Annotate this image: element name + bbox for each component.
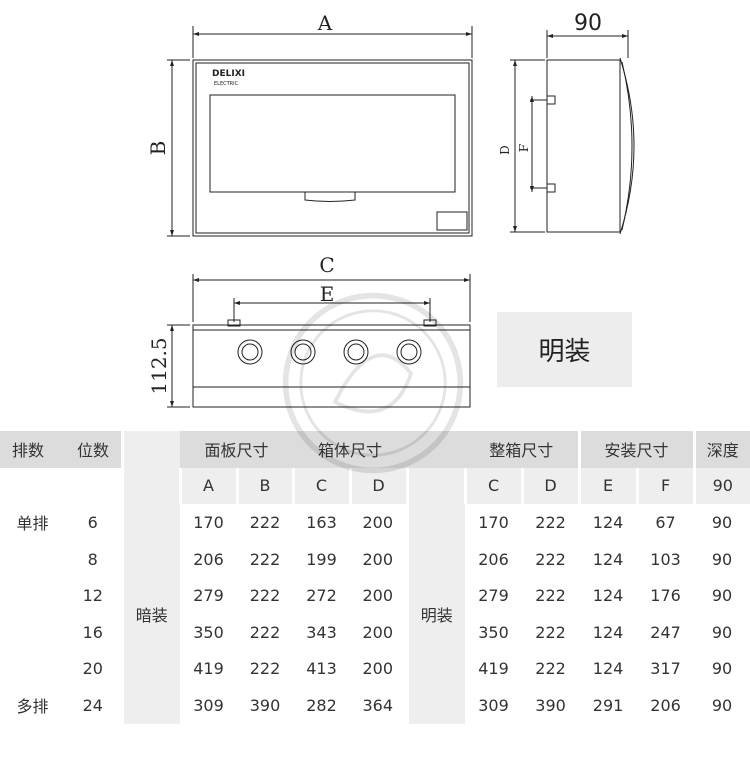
table-row: 16 350 222 343 200 350 222 124 247 90 [82,622,733,642]
subheader-carton-c: C [463,467,523,505]
surface-label: 明装 [405,504,466,724]
subheader-depth: 90 [692,467,750,505]
table-row: 8 206 222 199 200 206 222 124 103 90 [87,549,733,569]
subheader-carton-d: D [520,467,580,505]
mount-type-badge: 明装 [497,312,632,387]
table-row: 20 419 222 413 200 419 222 124 317 90 [82,659,733,679]
top-view [167,274,471,408]
table-subheader-row: A B C D C D E F 90 [0,467,750,505]
table-row: 12 279 222 272 200 279 222 124 176 90 [82,586,733,606]
dim-a-label: A [317,11,333,35]
table-row: 单排 6 暗装 170 222 163 200 明装 170 222 124 6… [0,504,750,724]
table-header-row: 排数 位数 面板尺寸 箱体尺寸 整箱尺寸 安装尺寸 深度 [0,431,750,468]
subheader-box-c: C [291,467,351,505]
header-panel-size: 面板尺寸 [180,431,294,468]
dim-c-label: C [319,253,334,277]
side-view [510,30,635,235]
subheader-panel-b: B [235,467,294,505]
front-view [167,26,473,237]
subheader-panel-a: A [178,467,237,505]
brand-logo-text: DELIXI [212,69,245,79]
header-box-size: 箱体尺寸 [293,431,408,468]
header-carton-size: 整箱尺寸 [465,431,580,468]
position-count: 6 [87,512,98,532]
header-depth: 深度 [692,431,750,468]
brand-sub-text: ELECTRIC [214,81,239,87]
dim-e-label: E [320,282,335,306]
subheader-install-f: F [635,467,695,505]
subheader-box-d: D [348,467,408,505]
dim-depth-label: 90 [574,11,602,36]
technical-drawing: A B 90 D F C E 112.5 DELIXI ELECTRIC [146,11,635,408]
header-rows: 排数 [0,431,65,468]
table-row: 多排 24 309 390 282 364 309 390 291 206 90 [16,695,733,717]
header-positions: 位数 [65,431,122,468]
dim-d-label: D [498,145,512,155]
header-install-size: 安装尺寸 [577,431,695,468]
row-count: 单排 [16,514,49,534]
dim-height-label: 112.5 [147,337,171,394]
subheader-install-e: E [577,467,638,505]
dim-b-label: B [146,141,170,156]
concealed-label: 暗装 [120,504,180,724]
mount-type-label: 明装 [538,337,591,367]
dim-f-label: F [517,144,531,152]
spec-table: 排数 位数 面板尺寸 箱体尺寸 整箱尺寸 安装尺寸 深度 A B C D C D… [0,431,750,724]
